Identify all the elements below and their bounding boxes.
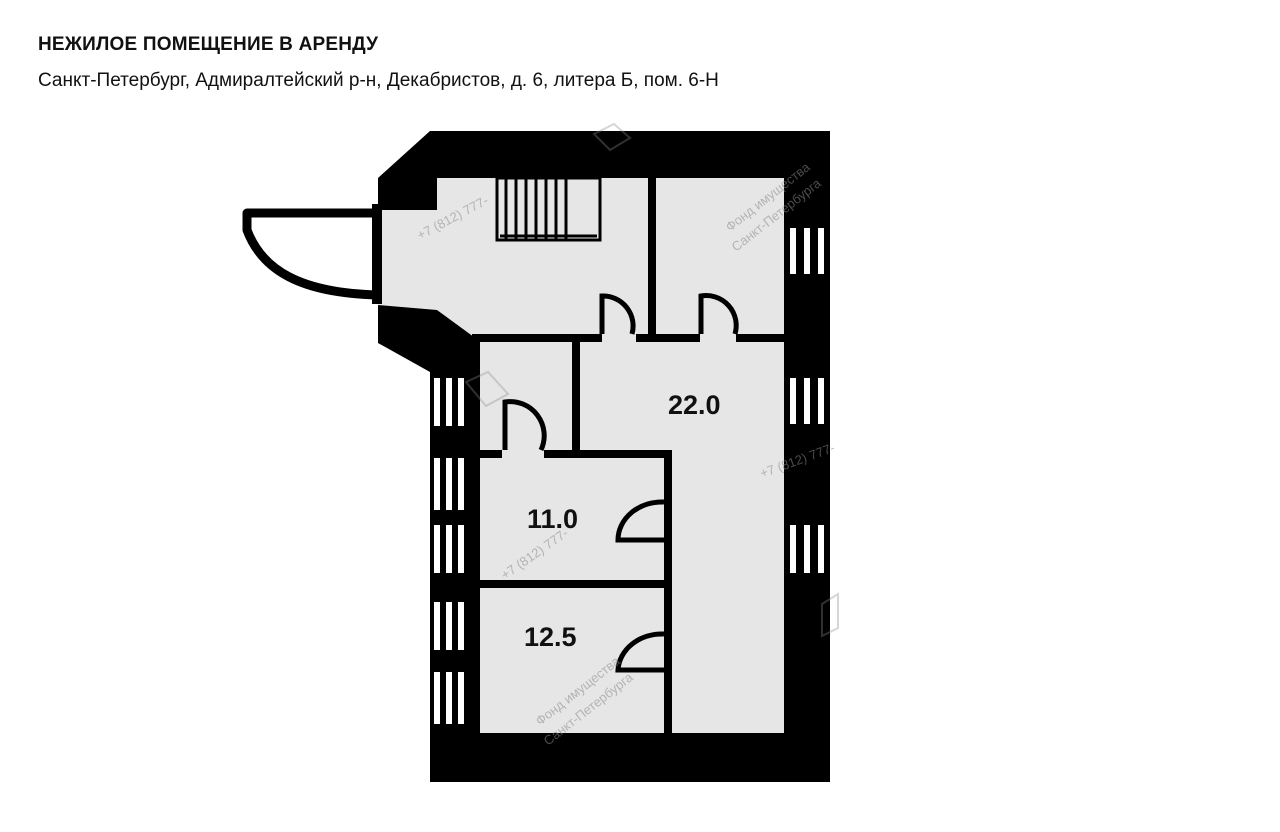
room-area-label: 12.5 <box>524 622 577 652</box>
header: НЕЖИЛОЕ ПОМЕЩЕНИЕ В АРЕНДУ Санкт-Петербу… <box>38 34 719 92</box>
listing-address: Санкт-Петербург, Адмиралтейский р-н, Дек… <box>38 70 719 91</box>
right-windows <box>790 228 824 573</box>
watermark-logo <box>464 122 839 638</box>
left-windows <box>430 372 478 782</box>
room-area-label: 22.0 <box>668 390 721 420</box>
interior-walls <box>472 178 784 733</box>
doors <box>502 293 739 673</box>
staircase <box>495 176 602 242</box>
listing-title: НЕЖИЛОЕ ПОМЕЩЕНИЕ В АРЕНДУ <box>38 34 379 55</box>
room-area-label: 11.0 <box>527 504 578 534</box>
balcony-sill <box>372 204 382 304</box>
balcony <box>242 208 379 300</box>
